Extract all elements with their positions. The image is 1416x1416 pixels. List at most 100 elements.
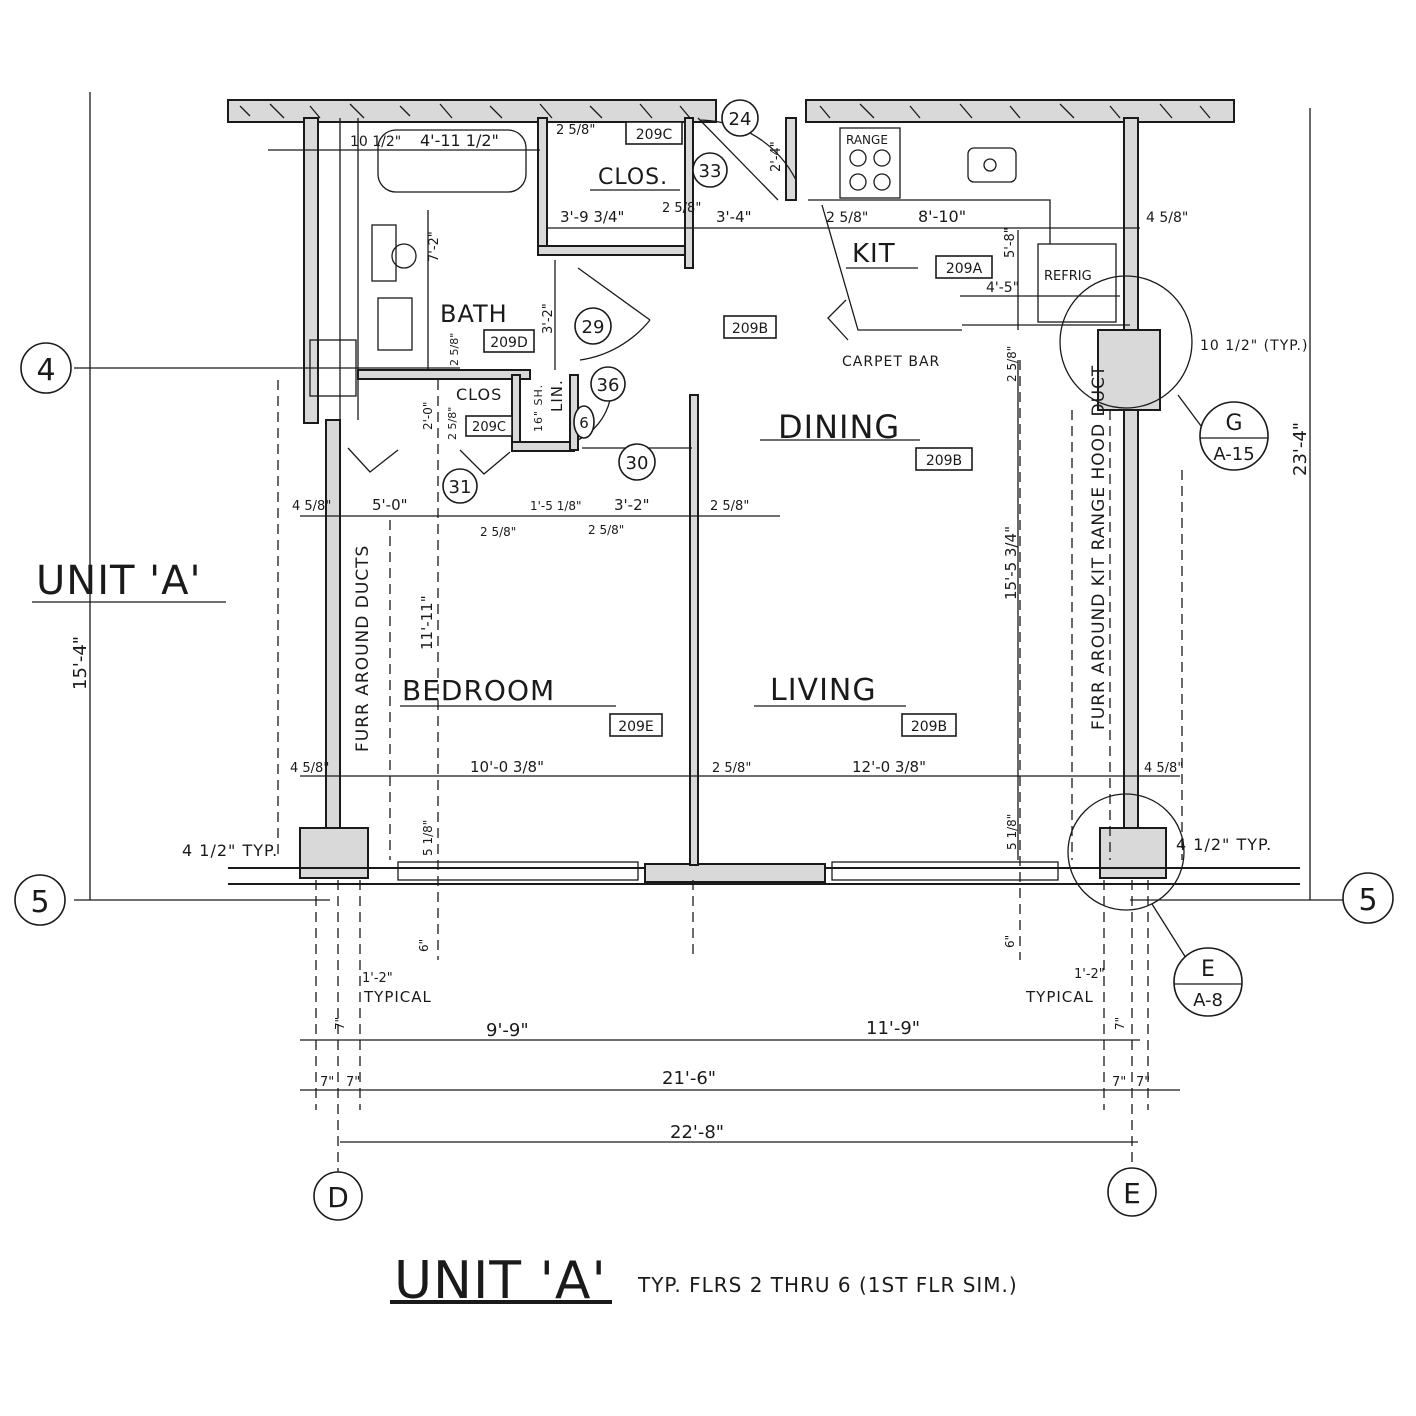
svg-text:15'-4": 15'-4" xyxy=(70,636,91,690)
svg-text:2 5/8": 2 5/8" xyxy=(588,523,624,537)
svg-text:2 5/8": 2 5/8" xyxy=(1005,346,1019,382)
dimension-lines xyxy=(89,92,1311,1143)
svg-text:2 5/8": 2 5/8" xyxy=(446,407,459,440)
refrig-label: REFRIG xyxy=(1044,269,1092,284)
section-g-sheet: A-15 xyxy=(1213,444,1254,465)
svg-text:1'-2": 1'-2" xyxy=(362,971,393,986)
left-wall xyxy=(299,117,369,879)
svg-text:31: 31 xyxy=(449,477,472,498)
grid-label-e: E xyxy=(1123,1177,1141,1210)
interior-walls xyxy=(357,117,1130,866)
svg-text:4 5/8": 4 5/8" xyxy=(292,499,331,514)
svg-text:9'-9": 9'-9" xyxy=(486,1020,529,1041)
svg-text:5 1/8": 5 1/8" xyxy=(421,820,435,856)
svg-text:5'-8": 5'-8" xyxy=(1003,227,1018,258)
svg-text:21'-6": 21'-6" xyxy=(662,1068,716,1089)
grid-label-5-left: 5 xyxy=(30,885,49,920)
svg-text:11'-9": 11'-9" xyxy=(866,1018,920,1039)
right-wall xyxy=(1097,117,1167,879)
svg-text:4 5/8": 4 5/8" xyxy=(1144,761,1183,776)
section-g-letter: G xyxy=(1225,411,1242,436)
svg-text:22'-8": 22'-8" xyxy=(670,1122,724,1143)
room-label-linen: LIN. xyxy=(548,379,566,412)
bathtub xyxy=(377,129,527,193)
grid-bubble-5-right: 5 xyxy=(1342,872,1394,924)
room-tag-living: 209B xyxy=(911,719,947,735)
room-label-kitchen: KIT xyxy=(852,239,896,269)
door-tag-36: 36 xyxy=(590,366,626,402)
room-label-closet: CLOS. xyxy=(598,165,668,190)
section-e-sheet: A-8 xyxy=(1193,990,1223,1011)
svg-text:1'-2": 1'-2" xyxy=(1074,967,1105,982)
fixtures xyxy=(371,127,1117,351)
room-label-bath: BATH xyxy=(440,300,508,328)
grid-label-d: D xyxy=(327,1181,349,1214)
svg-text:7": 7" xyxy=(1113,1017,1127,1030)
svg-text:7": 7" xyxy=(1112,1075,1126,1090)
door-tag-24: 24 xyxy=(721,99,759,137)
svg-text:11'-11": 11'-11" xyxy=(418,595,436,650)
door-tag-31: 31 xyxy=(442,468,478,504)
svg-text:6: 6 xyxy=(579,414,589,432)
dimension-labels: 10 1/2" 4'-11 1/2" 2 5/8" 3'-9 3/4" 2 5/… xyxy=(70,123,1311,1143)
room-tag-bath: 209D xyxy=(490,335,528,351)
svg-text:7": 7" xyxy=(320,1075,334,1090)
svg-text:29: 29 xyxy=(582,317,605,338)
section-e-letter: E xyxy=(1201,957,1215,982)
svg-text:2 5/8": 2 5/8" xyxy=(712,761,751,776)
room-tag-center: 209B xyxy=(732,321,768,337)
grid-label-4: 4 xyxy=(36,353,55,388)
svg-text:10'-0 3/8": 10'-0 3/8" xyxy=(470,758,544,776)
room-label-bedroom: BEDROOM xyxy=(402,674,555,707)
svg-text:23'-4": 23'-4" xyxy=(1290,422,1311,476)
svg-text:7": 7" xyxy=(1136,1075,1150,1090)
detail-circle-e: E A-8 xyxy=(1067,793,1243,1017)
svg-text:2 5/8": 2 5/8" xyxy=(448,333,461,366)
room-tag-bedroom: 209E xyxy=(618,719,654,735)
note-furr-hood-duct: FURR AROUND KIT RANGE HOOD DUCT xyxy=(1089,365,1109,730)
svg-text:6": 6" xyxy=(1003,935,1017,948)
lavatory xyxy=(377,297,413,351)
door-tag-6: 6 xyxy=(573,405,595,439)
svg-text:2 5/8": 2 5/8" xyxy=(480,525,516,539)
grid-lines xyxy=(74,367,1344,1172)
svg-text:7'-2": 7'-2" xyxy=(427,231,442,262)
svg-text:5'-0": 5'-0" xyxy=(372,496,408,514)
room-label-small-closet: CLOS xyxy=(456,385,502,404)
svg-text:4'-11 1/2": 4'-11 1/2" xyxy=(420,131,499,150)
refrigerator xyxy=(1037,243,1117,323)
svg-text:33: 33 xyxy=(699,161,722,182)
room-tag-closet: 209C xyxy=(636,127,673,143)
svg-text:30: 30 xyxy=(626,453,649,474)
svg-text:2 5/8": 2 5/8" xyxy=(826,210,868,226)
note-typical-right: TYPICAL xyxy=(1025,988,1094,1006)
linen-shelf-note: 16" SH. xyxy=(532,384,545,432)
svg-text:3'-4": 3'-4" xyxy=(716,208,752,226)
grid-bubble-5-left: 5 xyxy=(14,874,66,926)
carpet-bar-label: CARPET BAR xyxy=(842,354,940,370)
side-unit-label: UNIT 'A' xyxy=(36,558,202,604)
svg-text:6": 6" xyxy=(417,939,431,952)
svg-text:7": 7" xyxy=(333,1017,347,1030)
svg-text:7": 7" xyxy=(346,1075,360,1090)
svg-text:4 5/8": 4 5/8" xyxy=(1146,210,1188,226)
note-typ-left: 4 1/2" TYP. xyxy=(182,841,278,860)
plan-title-note: TYP. FLRS 2 THRU 6 (1ST FLR SIM.) xyxy=(637,1273,1018,1297)
bottom-wall xyxy=(228,861,1300,885)
svg-text:3'-2": 3'-2" xyxy=(541,303,556,334)
svg-text:12'-0 3/8": 12'-0 3/8" xyxy=(852,758,926,776)
svg-text:36: 36 xyxy=(597,375,620,396)
note-furr-ducts: FURR AROUND DUCTS xyxy=(353,545,373,752)
svg-text:2 5/8": 2 5/8" xyxy=(556,123,595,138)
svg-text:5 1/8": 5 1/8" xyxy=(1005,814,1019,850)
svg-text:3'-2": 3'-2" xyxy=(614,496,650,514)
top-exterior-wall xyxy=(227,99,1235,123)
door-tag-33: 33 xyxy=(692,152,728,188)
svg-text:24: 24 xyxy=(729,109,752,130)
toilet xyxy=(371,224,397,282)
svg-text:15'-5 3/4": 15'-5 3/4" xyxy=(1002,526,1020,600)
svg-text:2'-0": 2'-0" xyxy=(421,402,435,430)
grid-bubble-d: D xyxy=(313,1171,363,1221)
svg-text:3'-9 3/4": 3'-9 3/4" xyxy=(560,208,624,226)
